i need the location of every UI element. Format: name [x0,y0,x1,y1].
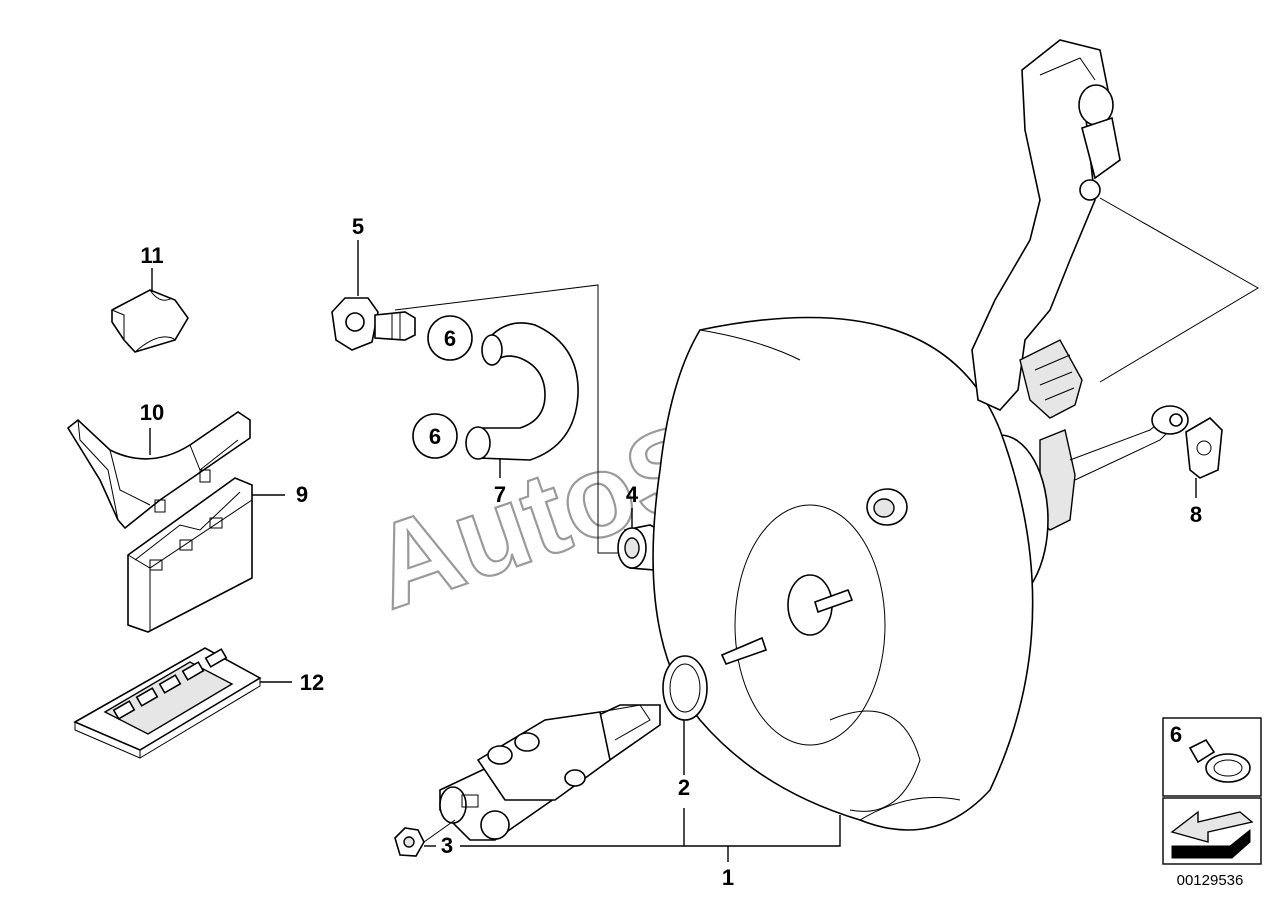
callout-5[interactable]: 5 [352,214,364,239]
callout-6-upper[interactable]: 6 [444,326,456,351]
part-3-nut[interactable] [394,827,425,857]
leader-3-upper [423,819,456,843]
diagram-reference-number: 00129536 [1177,872,1244,889]
callout-10[interactable]: 10 [140,400,164,425]
callout-9[interactable]: 9 [296,482,308,507]
part-11-clip[interactable] [111,289,189,353]
part-5-check-valve[interactable] [331,297,416,351]
part-7-vacuum-hose[interactable] [465,322,579,461]
callout-1[interactable]: 1 [722,865,734,890]
callout-8[interactable]: 8 [1190,502,1202,527]
part-8-clip[interactable] [1185,416,1223,479]
part-2-o-ring[interactable] [662,655,708,721]
callout-7[interactable]: 7 [494,482,506,507]
part-1-brake-booster[interactable] [652,316,1189,831]
leader-5-to-4 [394,284,625,554]
callout-12[interactable]: 12 [300,670,324,695]
leader-1-bracket [460,815,841,847]
callout-11[interactable]: 11 [140,243,163,268]
legend-callout-6[interactable]: 6 [1170,722,1182,747]
part-master-cylinder[interactable] [439,704,661,841]
part-12-tray[interactable] [73,647,262,759]
brake-pedal-assembly[interactable] [971,39,1121,419]
part-10-bracket[interactable] [66,411,251,530]
legend-box-clamp[interactable]: 6 [1162,717,1262,797]
callout-6-lower[interactable]: 6 [429,424,441,449]
callout-6-circle-upper [427,315,473,361]
callout-4[interactable]: 4 [626,482,639,507]
leader-pedal-pivot [1099,197,1259,383]
callout-3[interactable]: 3 [441,833,453,858]
direction-arrow-icon [1171,828,1251,859]
callout-6-circle-lower [412,413,458,459]
callout-2[interactable]: 2 [678,775,690,800]
part-9-cover[interactable] [127,477,253,633]
legend-box-arrow [1162,797,1262,865]
